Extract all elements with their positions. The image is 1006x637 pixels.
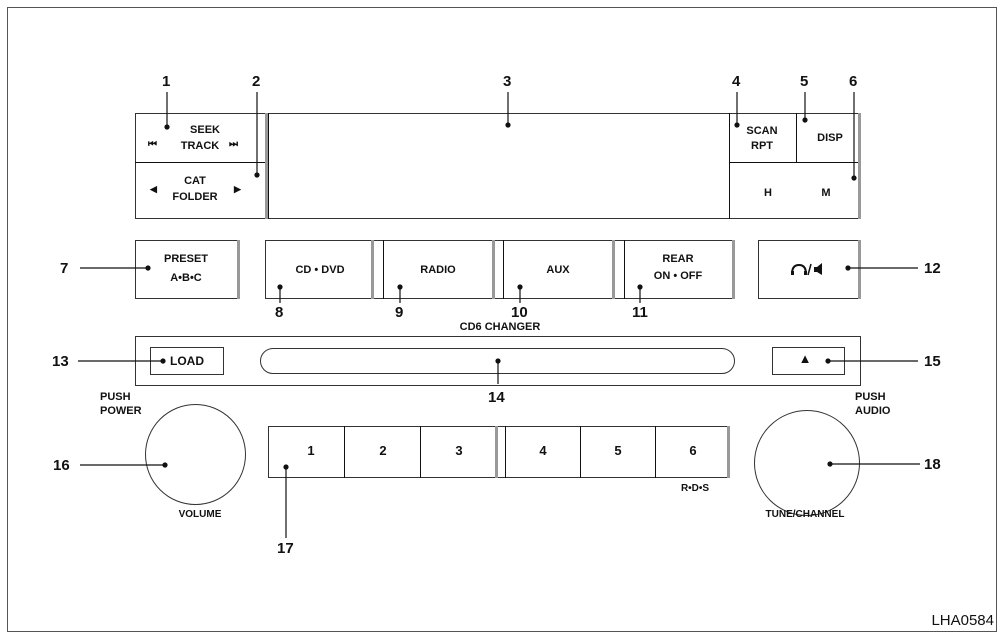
hour-label: H <box>764 187 772 199</box>
aux-button[interactable]: AUX <box>546 264 570 276</box>
callout-15: 15 <box>924 353 941 370</box>
callout-4: 4 <box>732 73 741 90</box>
callout-14: 14 <box>488 389 505 406</box>
preset-label: PRESET <box>163 253 208 265</box>
push-audio-label: PUSH <box>855 391 886 403</box>
radio-button[interactable]: RADIO <box>420 264 456 276</box>
volume-knob[interactable] <box>145 404 246 505</box>
figure-code: LHA0584 <box>931 612 994 629</box>
divider <box>729 113 730 219</box>
track-label: TRACK <box>180 140 220 152</box>
eject-icon: ▲ <box>798 351 812 366</box>
disp-label: DISP <box>817 132 843 144</box>
preset-3-button[interactable]: 3 <box>455 443 463 458</box>
callout-8: 8 <box>275 304 284 321</box>
rear-on-off-label[interactable]: ON • OFF <box>653 270 703 282</box>
push-power-label-2: POWER <box>100 405 142 417</box>
push-power-label: PUSH <box>100 391 131 403</box>
headphone-speaker-icon <box>785 262 835 279</box>
seek-back-icon: ⏮ <box>148 139 157 150</box>
tune-channel-label: TUNE/CHANNEL <box>765 509 845 520</box>
source-buttons <box>265 240 735 299</box>
callout-1: 1 <box>162 73 171 90</box>
divider <box>135 162 268 163</box>
preset-6-button[interactable]: 6 <box>689 443 697 458</box>
preset-abc-label: A•B•C <box>170 272 202 284</box>
cd6-changer-label: CD6 CHANGER <box>459 321 541 333</box>
seek-forward-icon: ⏭ <box>229 139 238 150</box>
divider <box>796 113 797 162</box>
preset-buttons-row <box>268 426 730 478</box>
folder-label: FOLDER <box>172 191 218 203</box>
load-label: LOAD <box>170 354 204 368</box>
callout-2: 2 <box>252 73 261 90</box>
rds-label: R•D•S <box>680 483 710 494</box>
callout-9: 9 <box>395 304 404 321</box>
display-unit <box>135 113 861 219</box>
seek-label: SEEK <box>190 124 220 136</box>
callout-12: 12 <box>924 260 941 277</box>
preset-4-button[interactable]: 4 <box>539 443 547 458</box>
callout-13: 13 <box>52 353 69 370</box>
scan-label: SCAN <box>746 125 778 137</box>
preset-2-button[interactable]: 2 <box>379 443 387 458</box>
callout-18: 18 <box>924 456 941 473</box>
rpt-label: RPT <box>751 140 773 152</box>
tune-channel-knob[interactable] <box>754 410 860 516</box>
cat-label: CAT <box>184 175 206 187</box>
folder-right-icon: ▶ <box>234 184 241 194</box>
folder-left-icon: ◀ <box>150 184 157 194</box>
callout-11: 11 <box>632 304 648 321</box>
divider <box>729 162 861 163</box>
preset-button[interactable] <box>135 240 240 299</box>
volume-label: VOLUME <box>178 509 222 520</box>
disc-slot[interactable] <box>260 348 735 374</box>
callout-6: 6 <box>849 73 858 90</box>
callout-10: 10 <box>511 304 528 321</box>
rear-label[interactable]: REAR <box>662 253 694 265</box>
minute-label: M <box>821 187 831 199</box>
preset-1-button[interactable]: 1 <box>307 443 315 458</box>
push-audio-label-2: AUDIO <box>855 405 891 417</box>
figure-frame <box>7 7 997 632</box>
callout-5: 5 <box>800 73 809 90</box>
callout-3: 3 <box>503 73 512 90</box>
callout-16: 16 <box>53 457 70 474</box>
divider <box>268 113 269 219</box>
cd-dvd-button[interactable]: CD • DVD <box>295 264 345 276</box>
callout-17: 17 <box>277 540 294 557</box>
callout-7: 7 <box>60 260 69 277</box>
preset-5-button[interactable]: 5 <box>614 443 622 458</box>
